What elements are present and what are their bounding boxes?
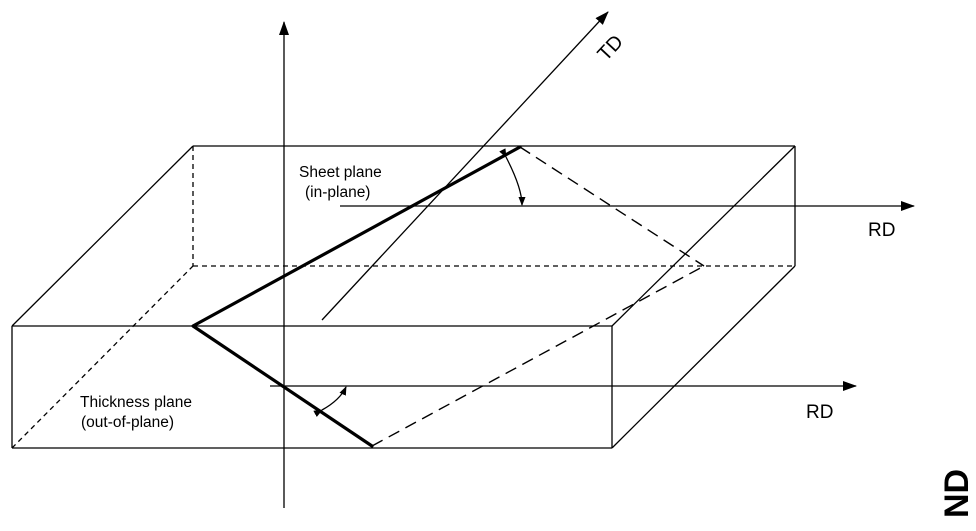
plane-dashed-lower-edge bbox=[371, 265, 705, 447]
sheet-plane-label-line2: (in-plane) bbox=[305, 184, 370, 201]
sheet-plane-angle-arc bbox=[499, 148, 526, 206]
box-right-bottom-edge bbox=[611, 265, 796, 449]
nd-label: ND bbox=[938, 469, 976, 518]
box-right-top-edge bbox=[611, 145, 796, 327]
sheet-plane-label-line1: Sheet plane bbox=[299, 164, 382, 181]
plane-dashed-upper-edge bbox=[519, 146, 705, 267]
td-axis-arrow bbox=[321, 11, 609, 321]
rd-upper-label: RD bbox=[868, 220, 895, 241]
plane-thick-edges bbox=[191, 145, 522, 448]
box-left-top-edge bbox=[11, 145, 194, 327]
td-label: TD bbox=[594, 31, 628, 66]
thickness-plane-label-line2: (out-of-plane) bbox=[81, 414, 174, 431]
sheet-box bbox=[11, 145, 796, 449]
thickness-plane-label-line1: Thickness plane bbox=[80, 394, 192, 411]
thickness-plane-angle-arc bbox=[313, 386, 347, 417]
box-hidden-left-bottom-edge bbox=[11, 265, 194, 449]
rd-lower-label: RD bbox=[806, 402, 833, 423]
